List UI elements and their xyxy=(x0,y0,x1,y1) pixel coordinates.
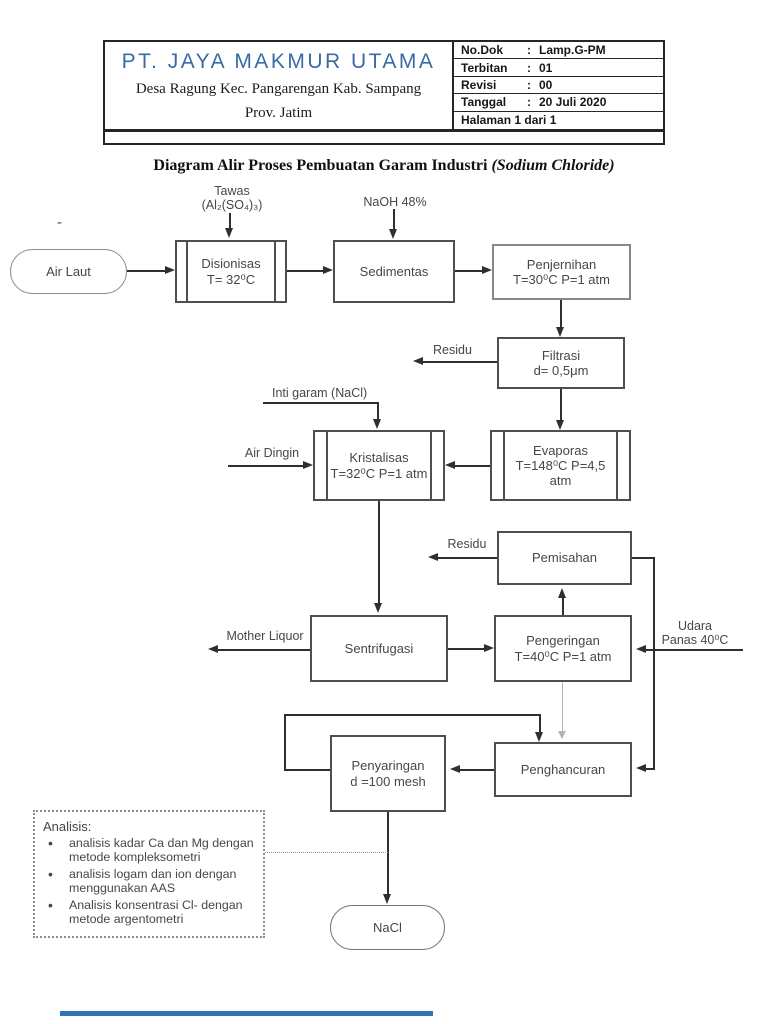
company-name: PT. JAYA MAKMUR UTAMA xyxy=(121,50,436,73)
diagram-title-italic: (Sodium Chloride) xyxy=(491,157,615,174)
node-sentrifugasi: Sentrifugasi xyxy=(310,615,448,682)
doc-row-halaman: Halaman 1 dari 1 xyxy=(454,112,665,129)
doc-sep: : xyxy=(527,77,531,92)
company-address-line1: Desa Ragung Kec. Pangarengan Kab. Sampan… xyxy=(135,81,422,97)
node-nacl-label: NaCl xyxy=(373,919,402,935)
node-air-laut: Air Laut xyxy=(10,249,127,294)
node-air-laut-label: Air Laut xyxy=(46,263,91,279)
doc-value: Lamp.G-PM xyxy=(539,43,606,58)
node-evaporas: Evaporas T=148⁰C P=4,5 atm xyxy=(490,430,631,501)
predefined-bar xyxy=(503,432,505,499)
predefined-bar xyxy=(430,432,432,499)
analysis-list: analisis kadar Ca dan Mg dengan metode k… xyxy=(43,835,257,927)
node-disionisas-label: Disionisas T= 32⁰C xyxy=(201,256,261,287)
label-naoh: NaOH 48% xyxy=(363,195,427,209)
node-sedimentas-label: Sedimentas xyxy=(359,263,429,279)
node-penghancuran-label: Penghancuran xyxy=(520,761,606,777)
diagram-title: Diagram Alir Proses Pembuatan Garam Indu… xyxy=(0,157,768,175)
doc-sep: : xyxy=(527,95,531,110)
label-mother-liquor: Mother Liquor xyxy=(226,629,304,643)
doc-row-nodok: No.Dok : Lamp.G-PM xyxy=(454,42,665,60)
footer-accent-line xyxy=(60,1011,433,1016)
doc-value: 01 xyxy=(539,60,553,75)
node-kristalisas-label: Kristalisas T=32⁰C P=1 atm xyxy=(330,450,428,481)
node-pemisahan: Pemisahan xyxy=(497,531,632,585)
label-udara-panas: Udara Panas 40⁰C xyxy=(661,619,729,648)
label-residu-pemisahan: Residu xyxy=(447,537,487,551)
doc-value: 20 Juli 2020 xyxy=(539,95,607,110)
predefined-bar xyxy=(326,432,328,499)
header-divider xyxy=(452,42,454,129)
predefined-bar xyxy=(616,432,618,499)
analysis-item: analisis logam dan ion dengan menggunaka… xyxy=(43,866,255,896)
company-address-line2: Prov. Jatim xyxy=(244,105,313,121)
doc-value: 00 xyxy=(539,77,553,92)
node-pengeringan-label: Pengeringan T=40⁰C P=1 atm xyxy=(514,633,612,664)
doc-label: No.Dok xyxy=(461,43,503,58)
node-nacl: NaCl xyxy=(330,905,445,950)
label-air-dingin: Air Dingin xyxy=(244,446,300,460)
header-table: PT. JAYA MAKMUR UTAMA Desa Ragung Kec. P… xyxy=(103,40,665,145)
label-residu-filtrasi: Residu xyxy=(433,343,472,357)
doc-row-tanggal: Tanggal : 20 Juli 2020 xyxy=(454,94,665,112)
diagram-title-main: Diagram Alir Proses Pembuatan Garam Indu… xyxy=(153,157,488,174)
analysis-title: Analisis: xyxy=(43,819,92,834)
node-filtrasi: Filtrasi d= 0,5μm xyxy=(497,337,625,389)
node-penjernihan: Penjernihan T=30⁰C P=1 atm xyxy=(492,244,631,300)
label-tawas: Tawas (Al₂(SO₄)₃) xyxy=(201,184,263,213)
node-disionisas: Disionisas T= 32⁰C xyxy=(175,240,287,303)
header-doc-info: No.Dok : Lamp.G-PM Terbitan : 01 Revisi … xyxy=(454,42,665,129)
node-penghancuran: Penghancuran xyxy=(494,742,632,797)
node-pengeringan: Pengeringan T=40⁰C P=1 atm xyxy=(494,615,632,682)
doc-label: Tanggal xyxy=(461,95,507,110)
doc-label: Revisi xyxy=(461,77,497,92)
analysis-item: analisis kadar Ca dan Mg dengan metode k… xyxy=(43,835,255,865)
node-penyaringan: Penyaringan d =100 mesh xyxy=(330,735,446,812)
doc-row-revisi: Revisi : 00 xyxy=(454,77,665,95)
doc-sep: : xyxy=(527,60,531,75)
connector-analysis-dashed xyxy=(265,852,388,853)
doc-label: Terbitan xyxy=(461,60,508,75)
header-bottom-rule xyxy=(105,129,663,132)
doc-label: Halaman 1 dari 1 xyxy=(461,113,557,128)
predefined-bar xyxy=(274,242,276,301)
node-penjernihan-label: Penjernihan T=30⁰C P=1 atm xyxy=(513,256,610,287)
node-kristalisas: Kristalisas T=32⁰C P=1 atm xyxy=(313,430,445,501)
doc-row-terbitan: Terbitan : 01 xyxy=(454,59,665,77)
label-inti-garam: Inti garam (NaCl) xyxy=(272,386,368,400)
header-company-cell: PT. JAYA MAKMUR UTAMA Desa Ragung Kec. P… xyxy=(105,42,452,129)
node-pemisahan-label: Pemisahan xyxy=(531,550,598,566)
predefined-bar xyxy=(186,242,188,301)
node-filtrasi-label: Filtrasi d= 0,5μm xyxy=(533,347,589,378)
doc-sep: : xyxy=(527,43,531,58)
node-sentrifugasi-label: Sentrifugasi xyxy=(344,640,414,656)
node-sedimentas: Sedimentas xyxy=(333,240,455,303)
node-evaporas-label: Evaporas T=148⁰C P=4,5 atm xyxy=(515,442,606,489)
node-penyaringan-label: Penyaringan d =100 mesh xyxy=(350,758,426,789)
analysis-box: Analisis: analisis kadar Ca dan Mg denga… xyxy=(33,810,265,938)
analysis-item: Analisis konsentrasi Cl- dengan metode a… xyxy=(43,897,255,927)
label-dash: - xyxy=(57,214,62,231)
